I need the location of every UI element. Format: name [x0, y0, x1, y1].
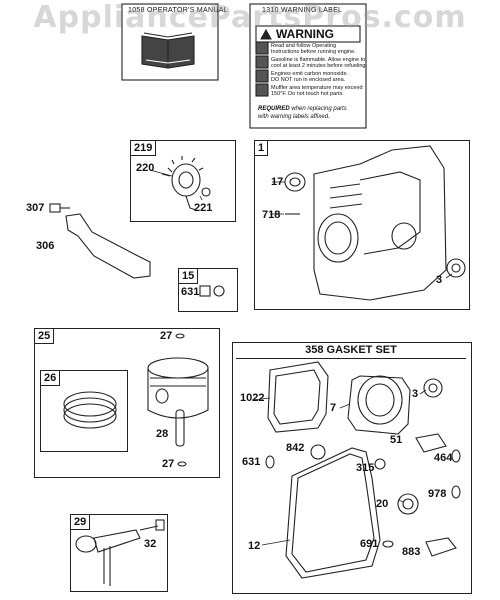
warning-label-frame [249, 3, 367, 129]
part-51-label: 51 [390, 434, 403, 446]
warning-line-2: Instructions before running engine. [271, 49, 356, 55]
part-691-label: 691 [360, 538, 379, 550]
group-26-tag: 26 [40, 370, 61, 386]
crankcase-drawing [284, 145, 466, 301]
part-307-label: 307 [26, 202, 45, 214]
group-219-tag: 219 [130, 140, 157, 156]
part-32-label: 32 [144, 538, 157, 550]
warning-line-6: DO NOT run in enclosed area. [271, 77, 346, 83]
part-7-label: 7 [330, 402, 337, 414]
part-978-label: 978 [428, 488, 447, 500]
leader-lines [149, 169, 453, 546]
hot-surface-pictogram-icon [255, 83, 269, 97]
part-631-label-gasket: 631 [242, 456, 261, 468]
plug-631-drawing [199, 285, 225, 297]
warning-required-rest: when replacing parts [291, 106, 347, 112]
part-464-label: 464 [434, 452, 453, 464]
warning-heading: WARNING [276, 27, 334, 41]
fire-pictogram-icon [255, 55, 269, 69]
fumes-pictogram-icon [255, 69, 269, 83]
part-306-label: 306 [36, 240, 55, 252]
governor-gear-drawing [161, 156, 211, 211]
bracket-306-drawing [65, 213, 151, 279]
warning-line-3: Gasoline is flammable. Allow engine to [271, 57, 366, 63]
warning-line-4: cool at least 2 minutes before refueling… [271, 63, 368, 69]
part-17-label: 17 [271, 176, 284, 188]
warning-required-bold: REQUIRED [258, 106, 290, 112]
warning-line-1: Read and follow Operating [271, 43, 337, 49]
warning-label-title: 1310 WARNING LABEL [262, 7, 343, 14]
part-27-label-bottom: 27 [162, 458, 175, 470]
part-221-label: 221 [194, 202, 213, 214]
part-27-label-top: 27 [160, 330, 173, 342]
part-315-label: 315 [356, 462, 375, 474]
group-25-tag: 25 [34, 328, 55, 344]
part-883-label: 883 [402, 546, 421, 558]
group-1-tag: 1 [254, 140, 269, 156]
part-3-label-gasket: 3 [412, 388, 419, 400]
warning-heading-frame [255, 25, 361, 43]
book-icon [141, 32, 195, 69]
warning-triangle-icon [260, 28, 272, 40]
group-15-frame [178, 268, 238, 312]
piston-drawing [147, 333, 209, 467]
gasket-set-frame [232, 342, 472, 594]
part-3-label-crankcase: 3 [436, 274, 443, 286]
warning-line-8: 150°F. Do not touch hot parts. [271, 91, 344, 97]
operators-manual-title: 1058 OPERATOR'S MANUAL [128, 7, 228, 14]
gasket-set-title: 358 GASKET SET [236, 344, 466, 359]
group-1-frame [254, 140, 470, 310]
bolt-307-drawing [49, 203, 70, 213]
part-842-label: 842 [286, 442, 305, 454]
group-26-frame [40, 370, 128, 452]
connecting-rod-drawing [75, 519, 165, 586]
warning-required-note: REQUIRED when replacing parts [258, 106, 347, 113]
warning-required-note-line2: with warning labels affixed. [258, 114, 330, 120]
warning-line-7: Muffler area temperature may exceed [271, 85, 363, 91]
part-12-label: 12 [248, 540, 261, 552]
warning-line-5: Engines emit carbon monoxide. [271, 71, 349, 77]
piston-rings-drawing [63, 391, 117, 429]
group-25-frame [34, 328, 220, 478]
part-631-label-group15: 631 [181, 286, 200, 298]
part-220-label: 220 [136, 162, 155, 174]
part-20-label: 20 [376, 498, 389, 510]
gasket-set-drawing [265, 361, 461, 579]
manual-pictogram-icon [255, 41, 269, 55]
group-29-tag: 29 [70, 514, 91, 530]
group-219-frame [130, 140, 236, 222]
part-28-label: 28 [156, 428, 169, 440]
part-1022-label: 1022 [240, 392, 265, 404]
group-15-tag: 15 [178, 268, 199, 284]
group-29-frame [70, 514, 168, 592]
operators-manual-frame [121, 3, 219, 81]
part-718-label: 718 [262, 209, 281, 221]
